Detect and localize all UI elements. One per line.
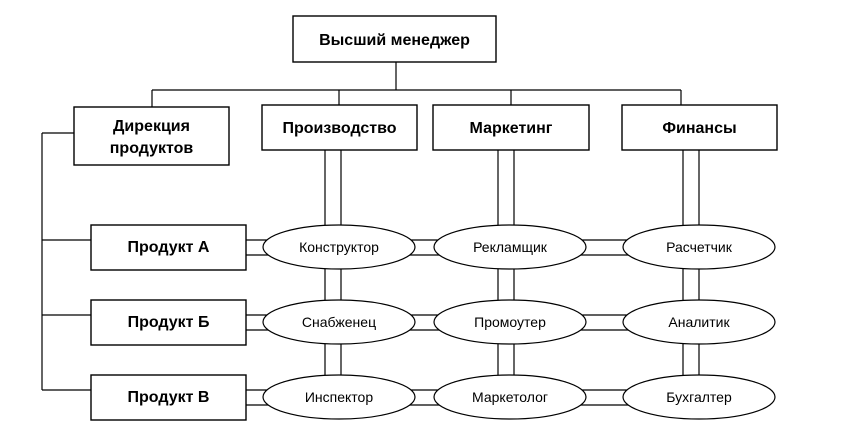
role-node: Рекламщик xyxy=(433,224,587,270)
role-label: Маркетолог xyxy=(472,389,548,405)
role-label: Бухгалтер xyxy=(666,389,732,405)
role-node: Промоутер xyxy=(433,299,587,345)
department-node-production: Производство xyxy=(261,104,418,151)
product-directorate-label-line1: Дирекция xyxy=(113,118,190,135)
role-label: Промоутер xyxy=(474,314,546,330)
role-label: Инспектор xyxy=(305,389,373,405)
hierarchy-connectors xyxy=(41,62,682,391)
role-node: Аналитик xyxy=(622,299,776,345)
department-node-marketing: Маркетинг xyxy=(432,104,590,151)
product-node-a: Продукт А xyxy=(90,224,247,271)
role-label: Конструктор xyxy=(299,239,379,255)
role-label: Аналитик xyxy=(668,314,730,330)
role-node: Конструктор xyxy=(262,224,416,270)
product-node-c: Продукт В xyxy=(90,374,247,421)
role-node: Маркетолог xyxy=(433,374,587,420)
department-label: Маркетинг xyxy=(470,120,553,137)
product-label: Продукт В xyxy=(128,389,210,406)
department-label: Финансы xyxy=(662,120,736,137)
top-manager-node: Высший менеджер xyxy=(292,15,497,63)
role-node: Снабженец xyxy=(262,299,416,345)
top-manager-label: Высший менеджер xyxy=(319,32,470,49)
role-node: Расчетчик xyxy=(622,224,776,270)
product-directorate-label-line2: продуктов xyxy=(110,140,194,157)
product-directorate-node: Дирекция продуктов xyxy=(73,106,230,166)
role-node: Бухгалтер xyxy=(622,374,776,420)
product-label: Продукт Б xyxy=(128,314,210,331)
role-label: Рекламщик xyxy=(473,239,548,255)
product-node-b: Продукт Б xyxy=(90,299,247,346)
department-node-finance: Финансы xyxy=(621,104,778,151)
role-node: Инспектор xyxy=(262,374,416,420)
role-label: Расчетчик xyxy=(666,239,733,255)
role-label: Снабженец xyxy=(302,314,376,330)
department-label: Производство xyxy=(282,120,396,137)
product-label: Продукт А xyxy=(128,239,210,256)
